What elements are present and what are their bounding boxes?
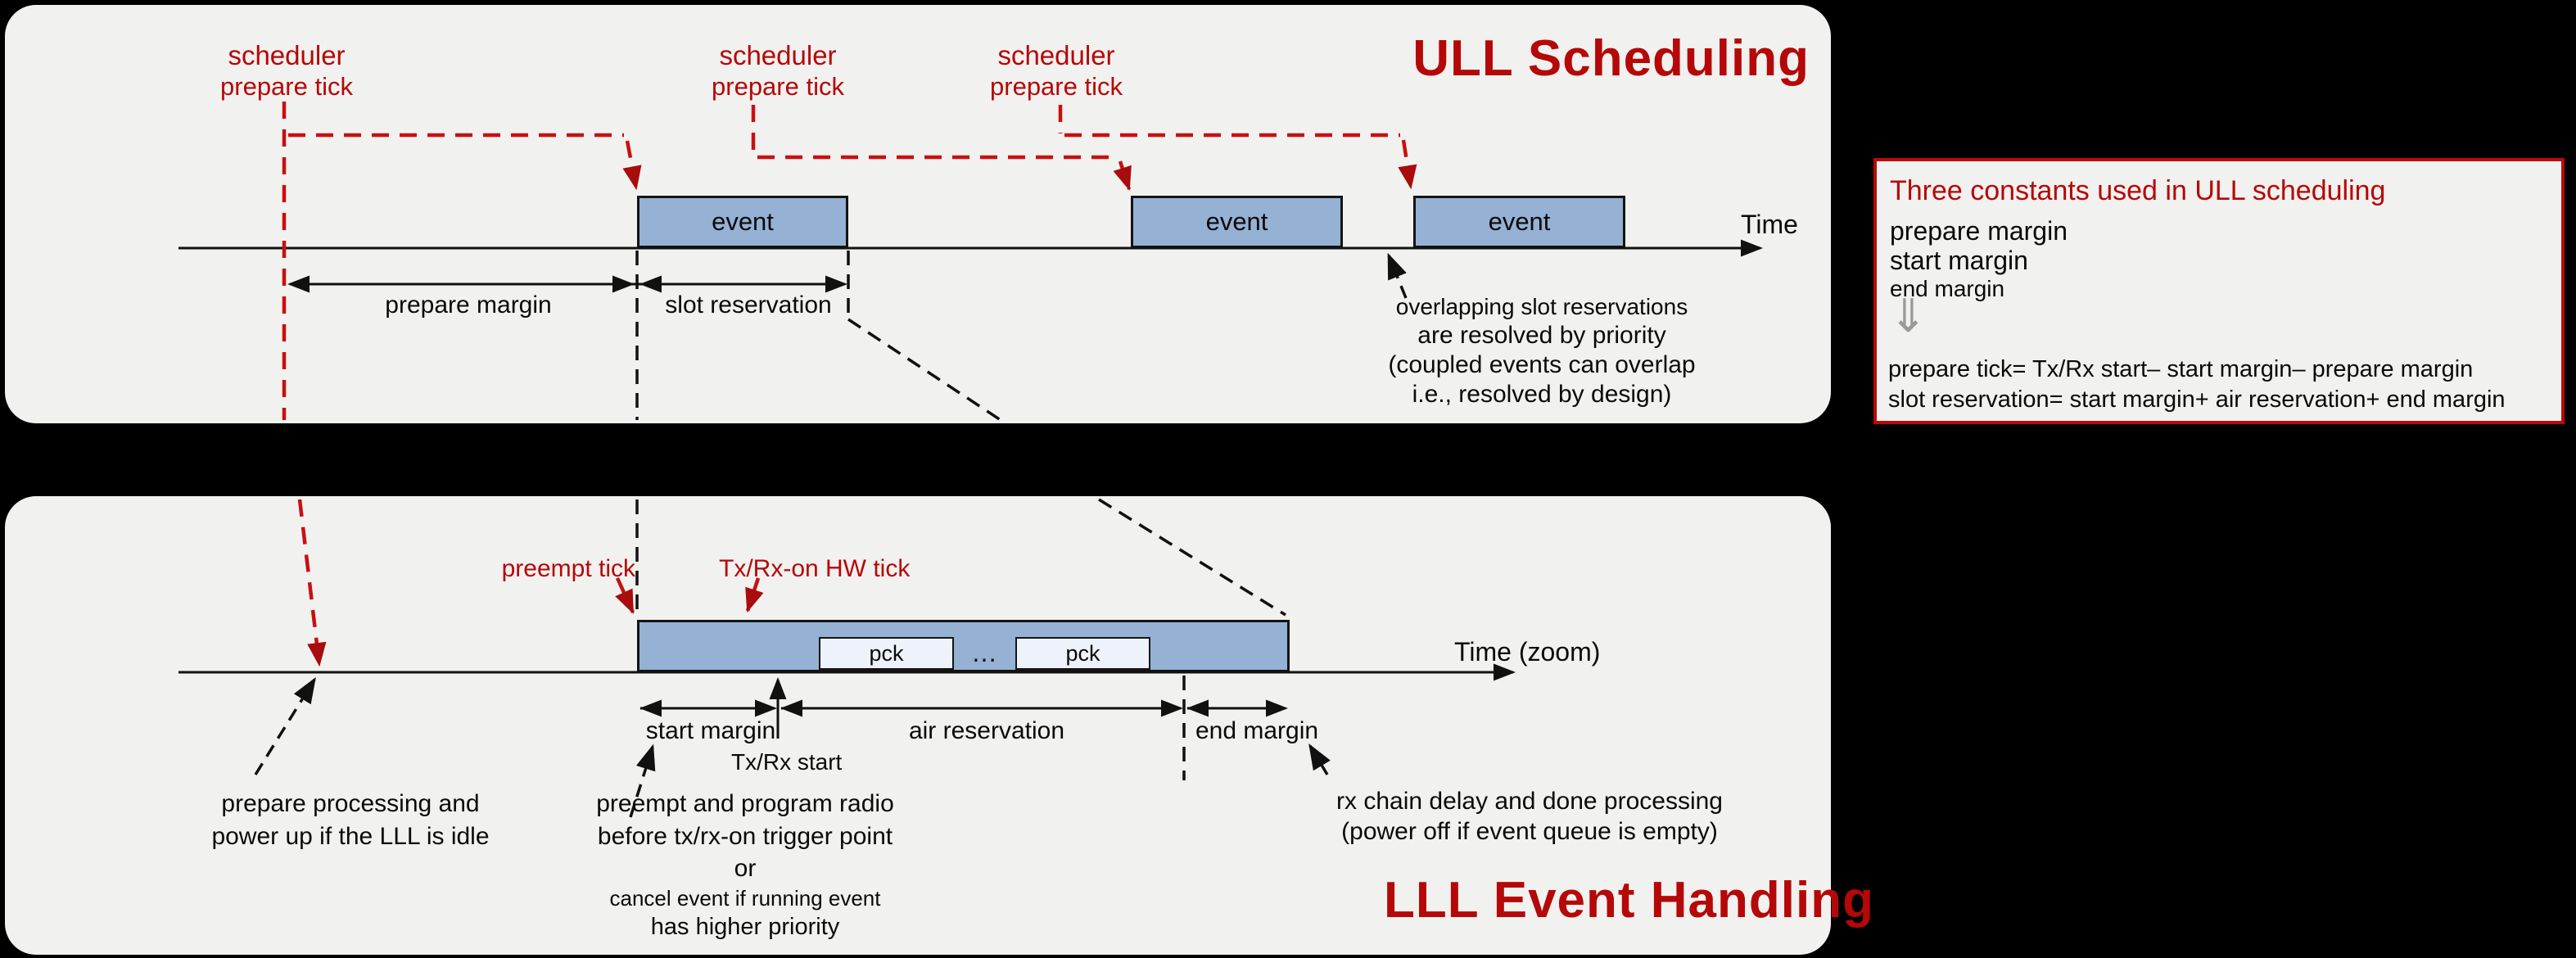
overlap-note-line: are resolved by priority <box>1417 322 1666 349</box>
note-line: power up if the LLL is idle <box>211 823 490 850</box>
pck-ellipsis: … <box>971 638 997 667</box>
note-line: before tx/rx-on trigger point <box>597 823 893 850</box>
implies-down-arrow-icon: ⇓ <box>1889 290 1927 341</box>
note-line: (power off if event queue is empty) <box>1341 818 1718 845</box>
slot-reservation-label: slot reservation <box>665 291 832 319</box>
note-line: preempt and program radio <box>596 790 894 817</box>
scheduler-prepare-tick-label-2: scheduler prepare tick <box>655 39 901 102</box>
constant-end-margin: end margin <box>1890 276 2005 301</box>
bottom-time-axis-label: Time (zoom) <box>1454 637 1601 667</box>
constant-start-margin: start margin <box>1890 246 2028 275</box>
note-line: rx chain delay and done processing <box>1336 788 1723 815</box>
event-box-1-label: event <box>712 207 774 236</box>
constants-box-title: Three constants used in ULL scheduling <box>1890 175 2386 206</box>
txrx-start-label: Tx/Rx start <box>731 749 843 775</box>
prepare-margin-label: prepare margin <box>385 291 552 319</box>
prepare-processing-note: prepare processing and power up if the L… <box>195 788 506 853</box>
rx-chain-note: rx chain delay and done processing (powe… <box>1317 786 1742 847</box>
overlap-note: overlapping slot reservations are resolv… <box>1337 293 1747 409</box>
constants-box <box>1873 158 2565 424</box>
scheduler-prepare-tick-label-3: scheduler prepare tick <box>933 39 1179 102</box>
scheduler-label: scheduler <box>228 40 346 70</box>
scheduler-prepare-tick-label-1: scheduler prepare tick <box>164 39 409 102</box>
prepare-tick-label: prepare tick <box>220 72 353 101</box>
prepare-tick-label: prepare tick <box>990 72 1123 101</box>
event-box-1: event <box>637 196 848 248</box>
constant-prepare-margin: prepare margin <box>1890 216 2068 246</box>
end-margin-label: end margin <box>1195 717 1319 744</box>
note-line: or <box>734 855 757 882</box>
start-margin-label: start margin <box>645 717 776 744</box>
preempt-program-note: preempt and program radio before tx/rx-o… <box>581 788 909 942</box>
pck-box-2-label: pck <box>1065 640 1100 666</box>
preempt-tick-label: preempt tick <box>501 555 635 582</box>
overlap-note-line: (coupled events can overlap <box>1388 351 1696 378</box>
txrx-on-hw-tick-label: Tx/Rx-on HW tick <box>719 555 911 582</box>
note-line: prepare processing and <box>221 790 480 817</box>
top-time-axis-label: Time <box>1741 210 1798 239</box>
event-box-3-label: event <box>1488 207 1551 236</box>
ull-scheduling-title: ULL Scheduling <box>1412 30 1810 87</box>
air-reservation-label: air reservation <box>908 717 1065 744</box>
prepare-tick-formula: prepare tick= Tx/Rx start– start margin–… <box>1888 356 2474 382</box>
overlap-note-line: i.e., resolved by design) <box>1412 381 1672 408</box>
prepare-tick-label: prepare tick <box>712 72 844 101</box>
pck-box-1: pck <box>819 637 954 670</box>
pck-box-2: pck <box>1015 637 1150 670</box>
overlap-note-line: overlapping slot reservations <box>1395 294 1688 319</box>
event-box-2-label: event <box>1205 207 1268 236</box>
event-box-3: event <box>1413 196 1625 248</box>
lll-event-handling-title: LLL Event Handling <box>1384 872 1874 929</box>
slot-reservation-formula: slot reservation= start margin+ air rese… <box>1888 386 2506 413</box>
scheduler-label: scheduler <box>719 40 837 70</box>
zoomed-event-box <box>637 620 1290 672</box>
note-line: has higher priority <box>650 914 840 940</box>
scheduler-label: scheduler <box>997 40 1115 70</box>
note-line: cancel event if running event <box>609 886 881 911</box>
pck-box-1-label: pck <box>869 640 904 666</box>
event-box-2: event <box>1131 196 1343 248</box>
